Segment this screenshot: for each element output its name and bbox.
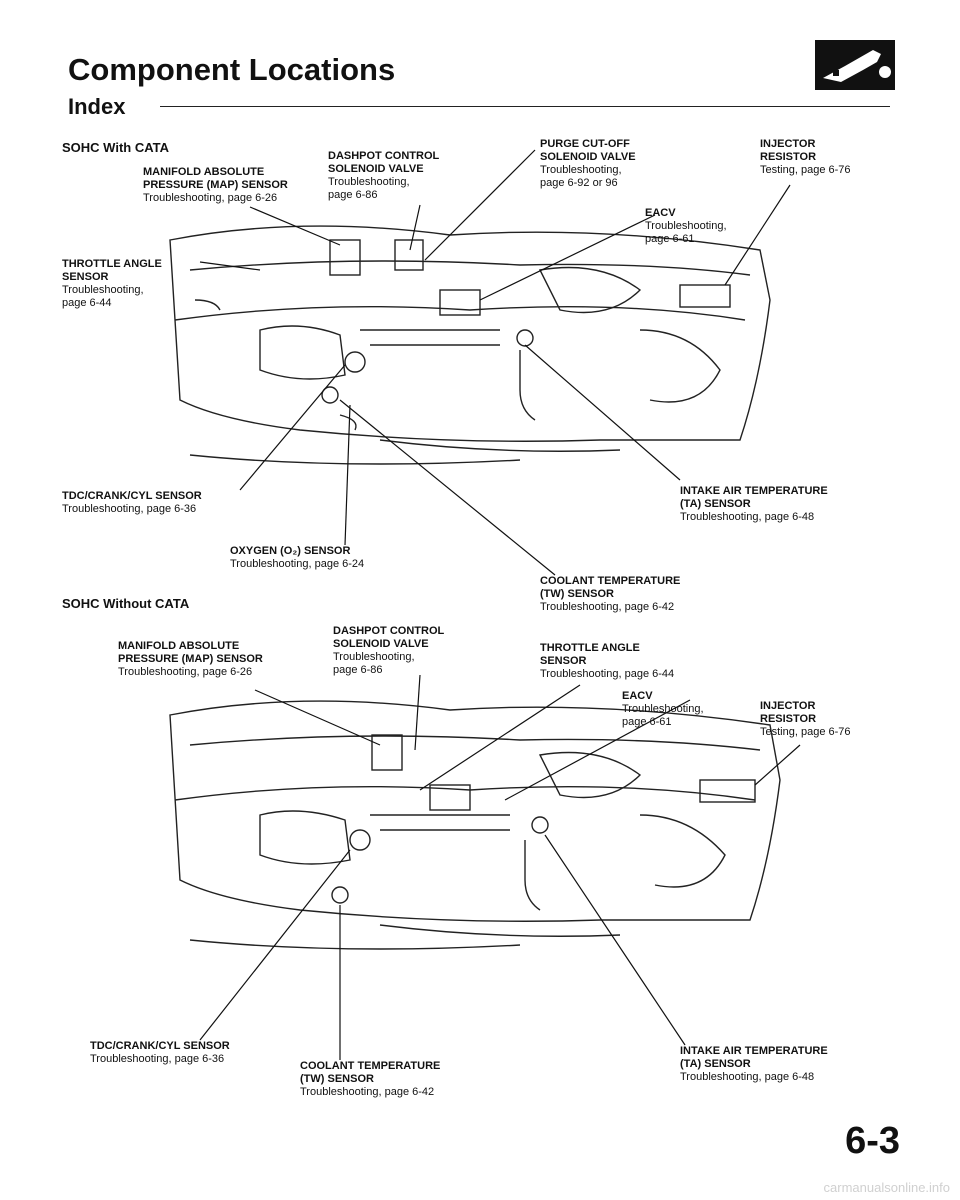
watermark: carmanualsonline.info [823, 1180, 950, 1195]
callout-name: THROTTLE ANGLE SENSOR [62, 258, 162, 283]
callout-eacv-1: EACV Troubleshooting, page 6-61 [645, 207, 727, 246]
callout-intake-1: INTAKE AIR TEMPERATURE (TA) SENSOR Troub… [680, 485, 828, 524]
callout-ref: Troubleshooting, page 6-42 [540, 601, 675, 613]
engine-section-icon [815, 40, 895, 90]
callout-name: COOLANT TEMPERATURE (TW) SENSOR [300, 1060, 441, 1085]
callout-coolant-top: COOLANT TEMPERATURE (TW) SENSOR Troubles… [540, 575, 680, 614]
callout-name: MANIFOLD ABSOLUTE PRESSURE (MAP) SENSOR [118, 640, 263, 665]
callout-ref: Troubleshooting, page 6-36 [90, 1053, 225, 1065]
callout-ref: Troubleshooting, page 6-92 or 96 [540, 164, 622, 189]
callout-name: TDC/CRANK/CYL SENSOR [62, 490, 202, 502]
callout-ref: Troubleshooting, page 6-42 [300, 1086, 435, 1098]
engine-illustration-bottom [169, 700, 781, 950]
engine-illustration-top [169, 225, 771, 465]
callout-name: PURGE CUT-OFF SOLENOID VALVE [540, 138, 636, 163]
callout-ref: Troubleshooting, page 6-86 [328, 176, 410, 201]
callout-map-sensor-1: MANIFOLD ABSOLUTE PRESSURE (MAP) SENSOR … [143, 166, 288, 205]
callout-ref: Troubleshooting, page 6-61 [645, 220, 727, 245]
callout-name: OXYGEN (O₂) SENSOR [230, 545, 351, 557]
page-number: 6-3 [845, 1120, 900, 1162]
callout-ref: Troubleshooting, page 6-48 [680, 511, 815, 523]
page-title: Component Locations [68, 52, 396, 87]
callout-oxygen-1: OXYGEN (O₂) SENSOR Troubleshooting, page… [230, 545, 364, 571]
callout-ref: Troubleshooting, page 6-61 [622, 703, 704, 728]
section-heading-with-cata: SOHC With CATA [62, 140, 169, 155]
callout-name: DASHPOT CONTROL SOLENOID VALVE [328, 150, 440, 175]
callout-ref: Troubleshooting, page 6-24 [230, 558, 365, 570]
callout-map-sensor-2: MANIFOLD ABSOLUTE PRESSURE (MAP) SENSOR … [118, 640, 263, 679]
callout-injector-2: INJECTOR RESISTOR Testing, page 6-76 [760, 700, 851, 739]
callout-throttle-2: THROTTLE ANGLE SENSOR Troubleshooting, p… [540, 642, 674, 681]
callout-ref: Troubleshooting, page 6-44 [62, 284, 144, 309]
callout-throttle-1: THROTTLE ANGLE SENSOR Troubleshooting, p… [62, 258, 162, 310]
callout-dashpot-2: DASHPOT CONTROL SOLENOID VALVE Troublesh… [333, 625, 444, 677]
callout-tdc-1: TDC/CRANK/CYL SENSOR Troubleshooting, pa… [62, 490, 202, 516]
callout-name: DASHPOT CONTROL SOLENOID VALVE [333, 625, 445, 650]
callout-name: INTAKE AIR TEMPERATURE (TA) SENSOR [680, 485, 828, 510]
callout-name: INJECTOR RESISTOR [760, 700, 817, 725]
callout-ref: Troubleshooting, page 6-86 [333, 651, 415, 676]
callout-ref: Testing, page 6-76 [760, 726, 851, 738]
callout-ref: Testing, page 6-76 [760, 164, 851, 176]
callout-dashpot-1: DASHPOT CONTROL SOLENOID VALVE Troublesh… [328, 150, 439, 202]
callout-ref: Troubleshooting, page 6-26 [118, 666, 253, 678]
callout-ref: Troubleshooting, page 6-26 [143, 192, 278, 204]
callout-ref: Troubleshooting, page 6-44 [540, 668, 675, 680]
callout-name: INJECTOR RESISTOR [760, 138, 817, 163]
callout-ref: Troubleshooting, page 6-36 [62, 503, 197, 515]
callout-ref: Troubleshooting, page 6-48 [680, 1071, 815, 1083]
callout-name: MANIFOLD ABSOLUTE PRESSURE (MAP) SENSOR [143, 166, 288, 191]
section-heading-without-cata: SOHC Without CATA [62, 596, 190, 611]
callout-intake-2: INTAKE AIR TEMPERATURE (TA) SENSOR Troub… [680, 1045, 828, 1084]
page-subtitle: Index [68, 94, 126, 119]
callout-name: THROTTLE ANGLE SENSOR [540, 642, 640, 667]
callout-name: EACV [645, 207, 676, 219]
header-rule [160, 106, 890, 107]
callout-coolant-bottom: COOLANT TEMPERATURE (TW) SENSOR Troubles… [300, 1060, 440, 1099]
callout-injector-1: INJECTOR RESISTOR Testing, page 6-76 [760, 138, 851, 177]
callout-eacv-2: EACV Troubleshooting, page 6-61 [622, 690, 704, 729]
callout-purge-1: PURGE CUT-OFF SOLENOID VALVE Troubleshoo… [540, 138, 636, 190]
callout-name: INTAKE AIR TEMPERATURE (TA) SENSOR [680, 1045, 828, 1070]
callout-name: EACV [622, 690, 653, 702]
callout-name: TDC/CRANK/CYL SENSOR [90, 1040, 230, 1052]
callout-tdc-2: TDC/CRANK/CYL SENSOR Troubleshooting, pa… [90, 1040, 230, 1066]
leader-lines [199, 149, 801, 1060]
callout-name: COOLANT TEMPERATURE (TW) SENSOR [540, 575, 681, 600]
